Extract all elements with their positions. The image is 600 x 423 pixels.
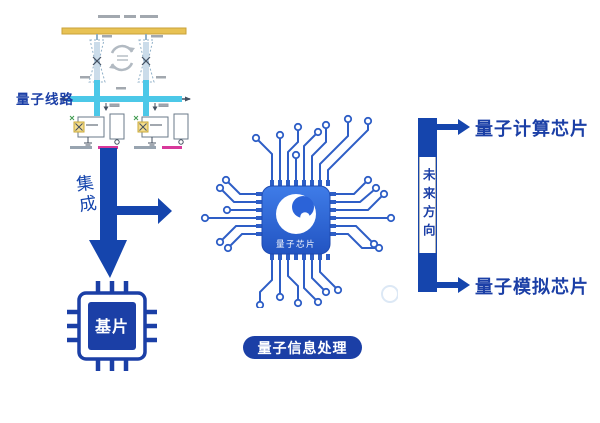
substrate-chip-icon: 基片 — [67, 281, 157, 371]
chip-traces — [200, 114, 396, 308]
quantum-logo-icon — [276, 194, 316, 234]
roadmap-axis-window: 未来方向 — [419, 157, 436, 253]
process-caption-pill: 量子信息处理 — [243, 336, 362, 359]
qubit-circuit-unit-b — [133, 113, 189, 149]
substrate-die — [88, 302, 136, 350]
roadmap-top-arrow — [437, 119, 470, 135]
roadmap-bottom-arrow — [437, 277, 470, 293]
quantum-circuit-schematic — [59, 15, 191, 149]
chip-pins — [256, 180, 336, 260]
right-arrow — [117, 198, 172, 224]
coupler-right — [137, 34, 155, 83]
coupler-left — [88, 34, 106, 83]
watermark-ring — [381, 285, 398, 303]
integration-arrows — [89, 148, 172, 278]
down-arrow — [89, 148, 127, 278]
tap-arrows — [103, 103, 169, 111]
cycle-arrows-icon — [109, 44, 135, 72]
illegible-component-labels — [80, 35, 166, 90]
computing-chip-label: 量子计算芯片 — [475, 119, 589, 139]
quantum-chip-label: 量子芯片 — [276, 239, 316, 249]
circuit-label: 量子线路 — [16, 92, 74, 107]
process-caption-label: 量子信息处理 — [257, 339, 348, 356]
coupling-bus-line — [68, 96, 182, 102]
roadmap-axis-label: 未来方向 — [420, 168, 435, 242]
quantum-chip-illustration: 量子芯片 — [200, 114, 398, 308]
bus-bar — [61, 27, 187, 35]
bus-end-arrows — [59, 96, 191, 102]
illegible-micro-caption — [98, 15, 158, 18]
qubit-circuit-unit-a — [69, 113, 125, 149]
substrate-label: 基片 — [94, 317, 129, 336]
simulation-chip-label: 量子模拟芯片 — [475, 277, 589, 297]
